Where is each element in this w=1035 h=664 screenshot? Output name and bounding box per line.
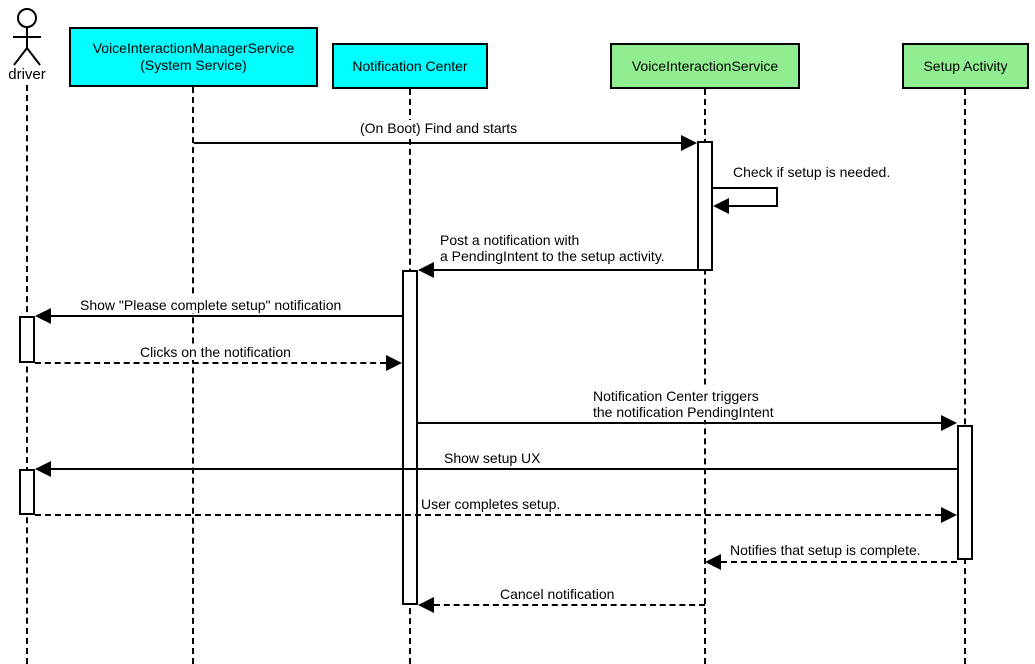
actor-driver-label: driver [8,66,46,83]
message-10-label: Cancel notification [498,586,617,602]
lifeline-setup-activity [964,89,966,664]
message-5-line [35,362,386,364]
lifeline-voiceinteractionservice [704,89,706,664]
message-7-line [51,468,957,470]
activation-bar-notification-center [402,270,418,605]
message-5-label: Clicks on the notification [138,344,293,360]
message-3-label: Post a notification with a PendingIntent… [438,232,667,264]
lifeline-voiceinteractionmanagerservice [192,87,194,664]
actor-driver-figure [7,6,47,66]
message-7-arrowhead-icon [35,461,51,477]
message-8-line [35,514,941,516]
message-4-arrowhead-icon [35,308,51,324]
message-8-arrowhead-icon [941,507,957,523]
activation-bar-driver-2 [19,469,35,515]
lifeline-driver [26,85,28,664]
message-2-label: Check if setup is needed. [731,164,893,180]
message-2-line-right [776,187,778,207]
message-10-arrowhead-icon [418,597,434,613]
message-8-label: User completes setup. [419,496,563,512]
message-3-line [434,269,697,271]
activation-bar-voiceinteractionservice [697,141,713,271]
message-9-line [721,561,957,563]
message-10-line [434,604,705,606]
message-1-label: (On Boot) Find and starts [358,120,520,136]
participant-box-setup-activity: Setup Activity [902,43,1029,89]
message-9-label: Notifies that setup is complete. [728,542,923,558]
message-1-line [194,142,681,144]
message-2-line-bottom [729,205,778,207]
activation-bar-setup-activity [957,425,973,560]
message-6-arrowhead-icon [941,415,957,431]
message-3-arrowhead-icon [418,262,434,278]
activation-bar-driver-1 [19,316,35,363]
participant-box-voiceinteractionmanagerservice: VoiceInteractionManagerService (System S… [69,27,318,87]
stick-figure-icon [13,8,41,66]
message-6-line [418,422,941,424]
message-2-line-top [713,187,778,189]
message-4-label: Show "Please complete setup" notificatio… [78,297,344,313]
message-7-label: Show setup UX [442,450,543,466]
participant-box-voiceinteractionservice: VoiceInteractionService [610,43,800,89]
message-9-arrowhead-icon [705,554,721,570]
message-4-line [51,315,402,317]
message-6-label: Notification Center triggers the notific… [591,388,776,420]
message-1-arrowhead-icon [681,135,697,151]
participant-box-notification-center: Notification Center [332,43,488,89]
message-2-arrowhead-icon [713,198,729,214]
message-5-arrowhead-icon [386,355,402,371]
